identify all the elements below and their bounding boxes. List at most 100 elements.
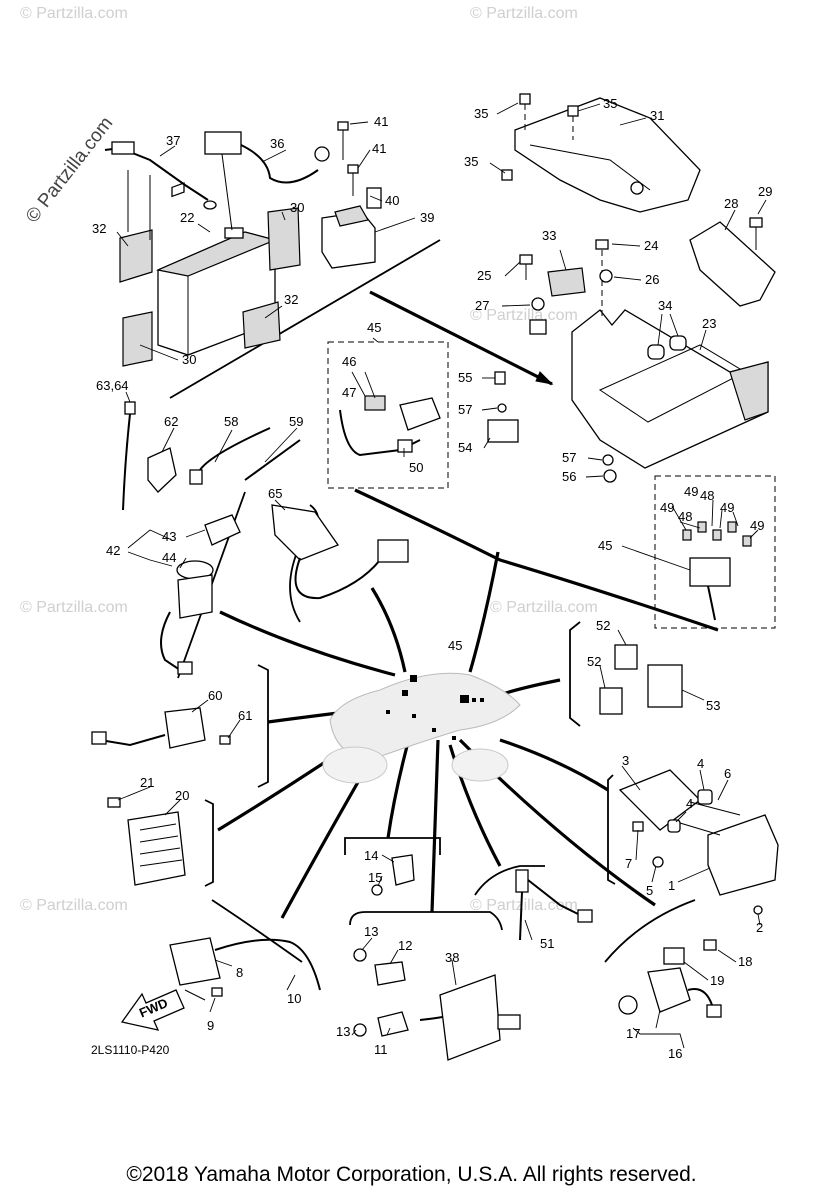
callout-1: 1 — [668, 878, 675, 893]
callout-49: 49 — [660, 500, 674, 515]
callout-10: 10 — [287, 991, 301, 1006]
callout-56: 56 — [562, 469, 576, 484]
vehicle-silhouette — [322, 672, 521, 784]
callout-24: 24 — [644, 238, 658, 253]
callout-17: 17 — [626, 1026, 640, 1041]
callout-35: 35 — [603, 96, 617, 111]
callout-6: 6 — [724, 766, 731, 781]
callout-33: 33 — [542, 228, 556, 243]
callout-14: 14 — [364, 848, 378, 863]
callout-27: 27 — [475, 298, 489, 313]
callout-48: 48 — [678, 509, 692, 524]
leader-lines — [116, 102, 767, 1049]
callout-40: 40 — [385, 193, 399, 208]
callout-48: 48 — [700, 488, 714, 503]
faint-watermark: © Partzilla.com — [490, 599, 598, 616]
callout-37: 37 — [166, 133, 180, 148]
callout-45: 45 — [367, 320, 381, 335]
callout-29: 29 — [758, 184, 772, 199]
callout-30: 30 — [182, 352, 196, 367]
callout-52: 52 — [596, 618, 610, 633]
callout-49: 49 — [684, 484, 698, 499]
callout-65: 65 — [268, 486, 282, 501]
callout-47: 47 — [342, 385, 356, 400]
callout-46: 46 — [342, 354, 356, 369]
callout-35: 35 — [474, 106, 488, 121]
callout-28: 28 — [724, 196, 738, 211]
fwd-arrow-icon: FWD — [120, 989, 185, 1031]
battery-box-group — [487, 93, 776, 483]
faint-watermark: © Partzilla.com — [20, 897, 128, 914]
callout-18: 18 — [738, 954, 752, 969]
callout-45: 45 — [448, 638, 462, 653]
subharness-45 — [339, 395, 441, 457]
callout-13: 13 — [364, 924, 378, 939]
callout-39: 39 — [420, 210, 434, 225]
faint-watermark: © Partzilla.com — [470, 897, 578, 914]
copyright-notice: ©2018 Yamaha Motor Corporation, U.S.A. A… — [126, 1163, 697, 1186]
callout-61: 61 — [238, 708, 252, 723]
callout-4: 4 — [697, 756, 704, 771]
callout-55: 55 — [458, 370, 472, 385]
faint-watermark: © Partzilla.com — [20, 5, 128, 22]
subassembly-45-box — [327, 341, 449, 489]
faint-watermark: © Partzilla.com — [470, 5, 578, 22]
callout-58: 58 — [224, 414, 238, 429]
callout-26: 26 — [645, 272, 659, 287]
diagram-code: 2LS1110-P420 — [91, 1043, 170, 1057]
callout-52: 52 — [587, 654, 601, 669]
faint-watermark: © Partzilla.com — [20, 599, 128, 616]
callout-42: 42 — [106, 543, 120, 558]
callout-32: 32 — [92, 221, 106, 236]
callout-3: 3 — [622, 753, 629, 768]
callout-57: 57 — [458, 402, 472, 417]
callout-5: 5 — [646, 883, 653, 898]
misc-parts-right — [599, 521, 779, 1018]
callout-59: 59 — [289, 414, 303, 429]
callout-16: 16 — [668, 1046, 682, 1061]
callout-31: 31 — [650, 108, 664, 123]
callout-41: 41 — [372, 141, 386, 156]
callout-32: 32 — [284, 292, 298, 307]
fuse-box-45-box — [654, 475, 776, 629]
callout-38: 38 — [445, 950, 459, 965]
callout-labels: 41 41 40 39 36 37 22 32 30 32 30 35 35 3… — [92, 96, 772, 1061]
callout-13: 13 — [336, 1024, 350, 1039]
callout-2: 2 — [756, 920, 763, 935]
callout-23: 23 — [702, 316, 716, 331]
callout-35: 35 — [464, 154, 478, 169]
faint-watermark: © Partzilla.com — [470, 307, 578, 324]
callout-30: 30 — [290, 200, 304, 215]
misc-parts-bottom — [169, 854, 593, 1061]
callout-60: 60 — [208, 688, 222, 703]
callout-22: 22 — [180, 210, 194, 225]
callout-54: 54 — [458, 440, 472, 455]
callout-50: 50 — [409, 460, 423, 475]
callout-49: 49 — [720, 500, 734, 515]
callout-4: 4 — [686, 796, 693, 811]
callout-19: 19 — [710, 973, 724, 988]
callout-11: 11 — [374, 1042, 388, 1057]
callout-41: 41 — [374, 114, 388, 129]
callout-8: 8 — [236, 965, 243, 980]
battery-group — [104, 121, 382, 367]
misc-parts-left — [91, 401, 409, 886]
callout-45: 45 — [598, 538, 612, 553]
callout-20: 20 — [175, 788, 189, 803]
callout-9: 9 — [207, 1018, 214, 1033]
callout-51: 51 — [540, 936, 554, 951]
callout-25: 25 — [477, 268, 491, 283]
callout-7: 7 — [625, 856, 632, 871]
callout-53: 53 — [706, 698, 720, 713]
callout-44: 44 — [162, 550, 176, 565]
callout-49: 49 — [750, 518, 764, 533]
callout-43: 43 — [162, 529, 176, 544]
callout-57: 57 — [562, 450, 576, 465]
callout-36: 36 — [270, 136, 284, 151]
callout-62: 62 — [164, 414, 178, 429]
callout-15: 15 — [368, 870, 382, 885]
callout-34: 34 — [658, 298, 672, 313]
callout-63-64: 63,64 — [96, 378, 129, 393]
callout-21: 21 — [140, 775, 154, 790]
